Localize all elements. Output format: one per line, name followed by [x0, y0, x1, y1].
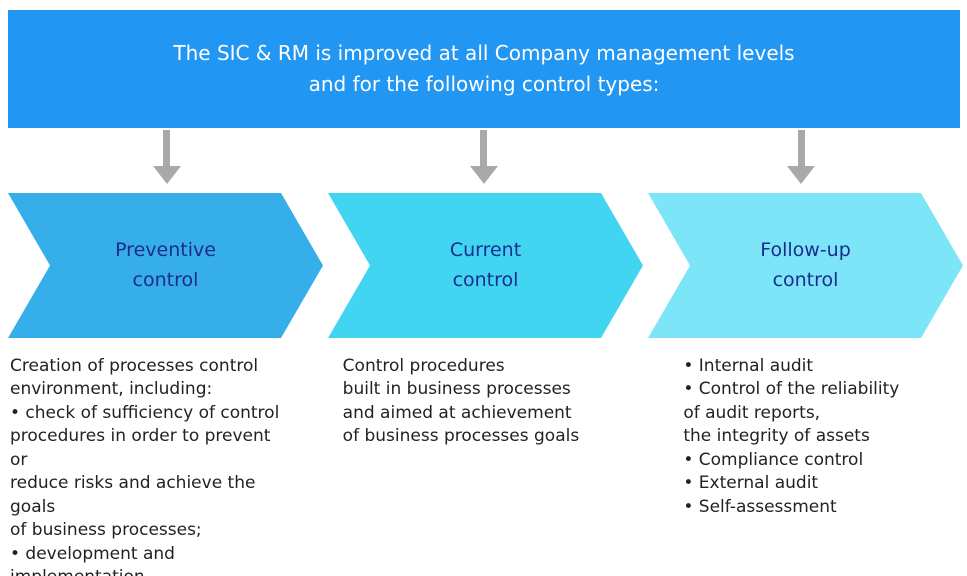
chevron-title-current: Current control [449, 239, 522, 291]
description-current-control: Control procedures built in business pro… [342, 356, 580, 447]
chevron-title-follow-up: Follow-up control [760, 239, 851, 291]
chevron-title-preventive: Preventive control [115, 239, 216, 291]
description-row: Creation of processes control environmen… [8, 355, 963, 576]
chevron-preventive-control: Preventive control [8, 193, 323, 338]
chevron-follow-up-control: Follow-up control [648, 193, 963, 338]
description-preventive-control: Creation of processes control environmen… [10, 356, 280, 576]
down-arrow-icon [152, 130, 181, 184]
chevron-current-control: Current control [328, 193, 643, 338]
arrows-row [8, 130, 960, 190]
description-follow-up-control: • Internal audit • Control of the reliab… [683, 356, 900, 517]
banner-text: The SIC & RM is improved at all Company … [173, 41, 795, 96]
down-arrow-icon [787, 130, 816, 184]
down-arrow-icon [469, 130, 498, 184]
banner: The SIC & RM is improved at all Company … [8, 10, 960, 128]
chevron-row: Preventive control Current control Follo… [8, 193, 963, 338]
